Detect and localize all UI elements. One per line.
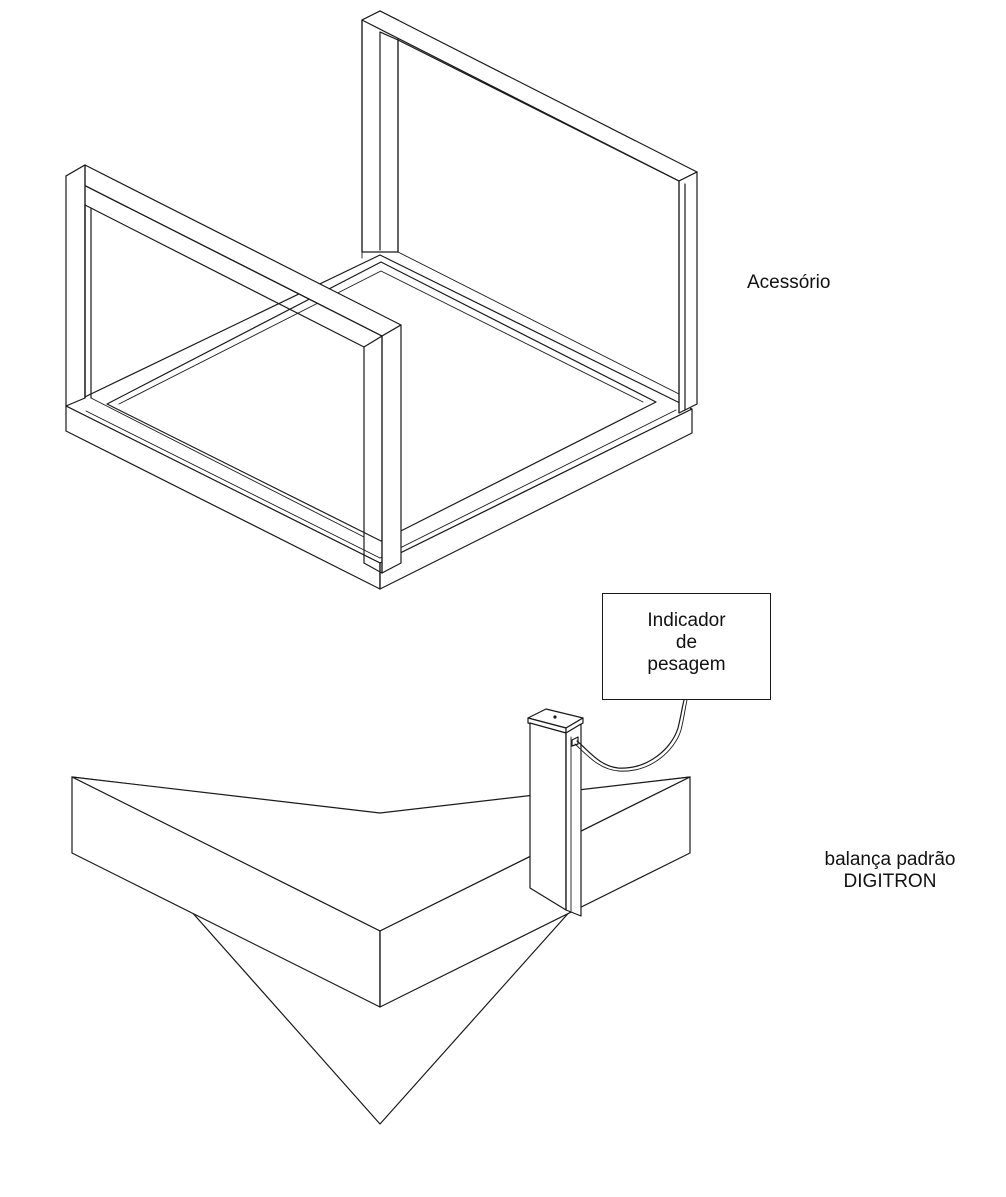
accessory-frame — [65, 10, 698, 590]
scale-label: balança padrão DIGITRON — [800, 849, 980, 893]
indicator-column — [527, 708, 584, 917]
indicator-label-line3: pesagem — [647, 654, 726, 675]
accessory-back-wall — [361, 10, 698, 414]
weighing-indicator-box: Indicador de pesagem — [602, 593, 771, 700]
indicator-label-line1: Indicador — [647, 610, 726, 631]
accessory-base-frame — [65, 254, 693, 590]
scale-label-line2: DIGITRON — [843, 871, 937, 892]
indicator-label-line2: de — [675, 632, 698, 653]
accessory-label: Acessório — [747, 272, 831, 293]
scale-label-line1: balança padrão — [824, 849, 956, 870]
indicator-label: Indicador de pesagem — [603, 594, 770, 676]
accessory-front-wall — [65, 164, 402, 574]
indicator-cable — [574, 699, 688, 772]
scale-slab — [71, 776, 691, 1008]
